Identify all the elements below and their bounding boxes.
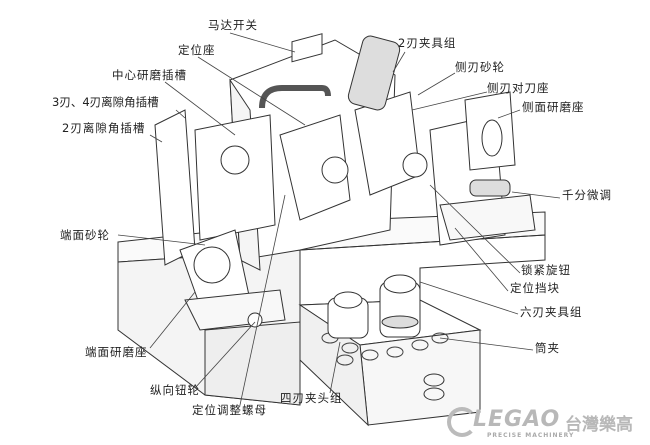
label-lock-knob: 锁紧旋钮 — [521, 263, 571, 277]
label-stop-block: 定位挡块 — [510, 281, 560, 295]
label-six-flute-fixture: 六刃夹具组 — [520, 305, 583, 319]
label-longitudinal-knob: 纵向钮轮 — [150, 383, 200, 397]
label-end-wheel: 端面砂轮 — [60, 228, 110, 242]
label-collet: 筒夹 — [535, 341, 560, 355]
leader-lines — [117, 32, 561, 406]
logo-ring-icon — [447, 407, 477, 437]
label-side-alignment-seat: 侧刃对刀座 — [487, 81, 550, 95]
label-relief-slot-2: 2刃离隙角插槽 — [62, 121, 146, 135]
logo-brand-cn: 台灣樂高 — [565, 415, 633, 435]
brand-logo: LEGAO 台灣樂高 PRECISE MACHINERY — [445, 405, 650, 445]
left-grinding-assembly — [154, 109, 286, 331]
label-relief-slot-3-4: 3刃、4刃离隙角插槽 — [52, 95, 159, 109]
label-four-flute-chuck: 四刃夹头组 — [280, 391, 343, 405]
label-two-flute-fixture: 2刃夹具组 — [398, 36, 457, 50]
label-side-wheel: 侧刃砂轮 — [455, 60, 505, 74]
label-center-grinding-slot: 中心研磨插槽 — [112, 68, 187, 82]
label-side-grinding-seat: 侧面研磨座 — [522, 100, 585, 114]
logo-brand: LEGAO — [473, 407, 561, 432]
label-motor-switch: 马达开关 — [208, 18, 258, 32]
label-micrometer: 千分微调 — [562, 188, 612, 202]
logo-tagline: PRECISE MACHINERY — [487, 432, 575, 439]
chuck-parts — [327, 274, 421, 339]
label-end-grinding-seat: 端面研磨座 — [85, 345, 148, 359]
right-grinding-assembly — [429, 91, 536, 246]
label-positioning-seat: 定位座 — [178, 43, 216, 57]
label-positioning-nut: 定位调整螺母 — [192, 403, 267, 417]
